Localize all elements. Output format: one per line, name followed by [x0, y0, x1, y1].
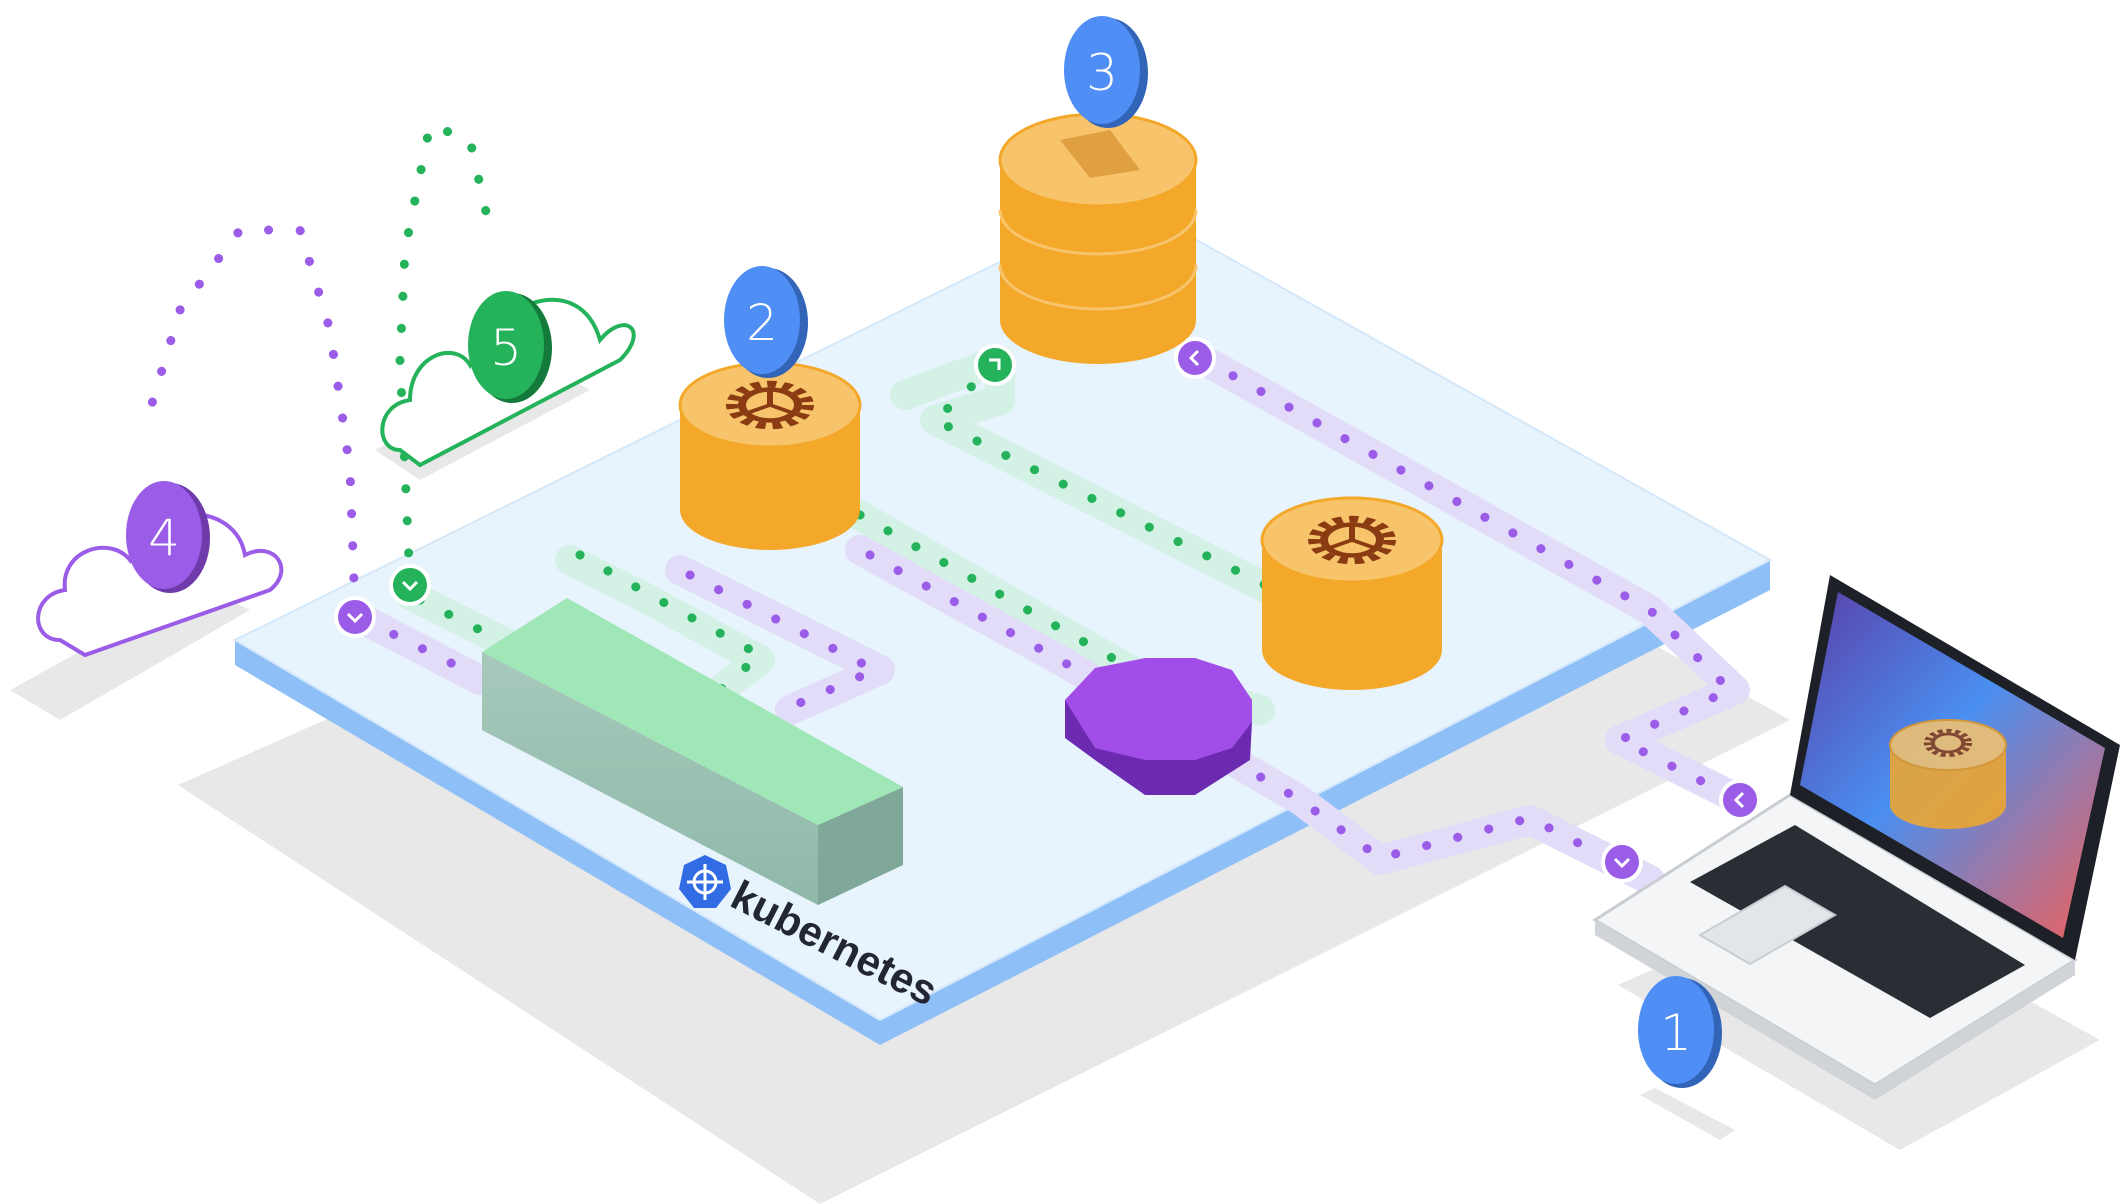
badge-2-label: 2: [746, 294, 778, 352]
database-2: [678, 361, 862, 550]
laptop-icon: [1592, 575, 2120, 1100]
service-block: [1065, 658, 1252, 795]
badge-5: 5: [468, 291, 552, 403]
badge-2: 2: [724, 266, 808, 378]
database-3: [998, 112, 1198, 364]
badge-3-label: 3: [1086, 44, 1118, 102]
database-gear: [1260, 496, 1444, 690]
chevron-icon: [1719, 779, 1761, 821]
green-node-block: [482, 598, 903, 905]
gear-icon: [726, 380, 814, 430]
badge-1: 1: [1638, 976, 1722, 1088]
purple-path-cloud4: [145, 225, 360, 615]
kubernetes-logo: [679, 855, 731, 908]
chevron-icon: [1174, 337, 1216, 379]
gear-icon: [1308, 515, 1396, 565]
chevron-icon: [974, 344, 1016, 386]
chevron-icon: [334, 596, 376, 638]
badge-5-label: 5: [490, 319, 522, 377]
badge-1-label: 1: [1660, 1004, 1692, 1062]
dotted-paths: [145, 118, 1740, 880]
chevron-icon: [1601, 841, 1643, 883]
direction-markers: [334, 337, 1761, 883]
badge-3: 3: [1064, 16, 1148, 128]
badge-4-label: 4: [148, 509, 180, 567]
chevron-icon: [389, 564, 431, 606]
badge-4: 4: [126, 481, 210, 593]
database-icon: [1889, 719, 2007, 829]
